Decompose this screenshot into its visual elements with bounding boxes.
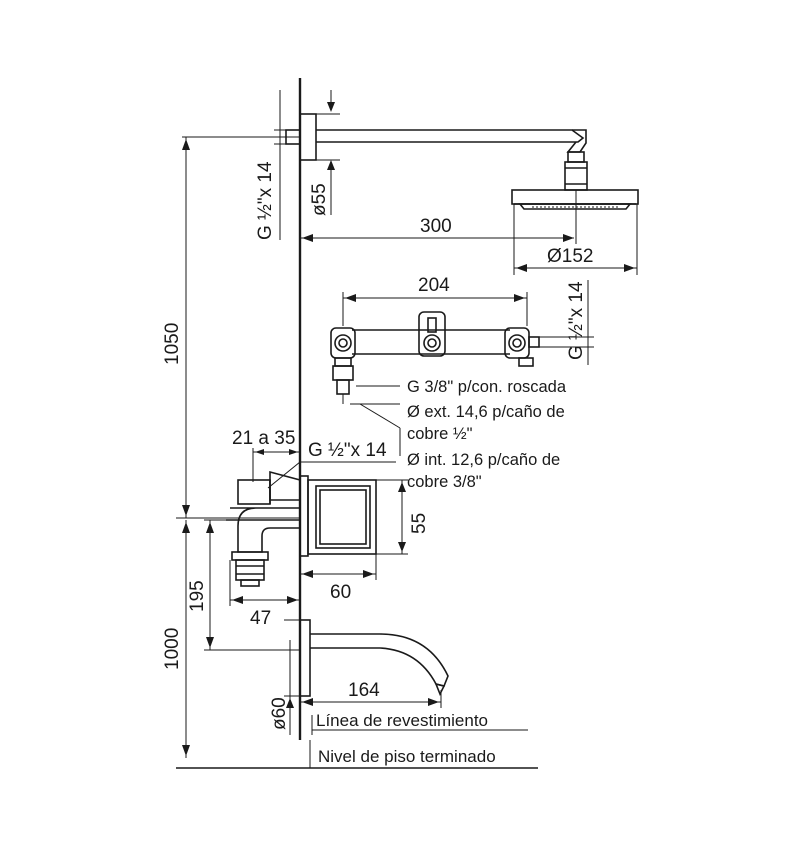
valve-spacing-dimension [342, 292, 528, 326]
note-thread-connection: G 3/8" p/con. roscada [407, 378, 567, 396]
note-inner-diameter-cont: cobre 3/8" [407, 473, 482, 491]
bath-spout [299, 619, 449, 697]
shower-thread-label: G ½"x 14 [255, 161, 276, 240]
spout-length-dimension [300, 690, 442, 708]
plate-depth-dimension [300, 554, 377, 580]
valve-side-thread-dimension [539, 280, 594, 365]
depth-range-dimension [252, 448, 396, 489]
connection-leaders [350, 385, 401, 456]
floor-label: Nivel de piso terminado [318, 747, 496, 766]
plate-depth-label: 60 [330, 582, 351, 603]
outlet-depth-label: 47 [250, 608, 271, 629]
note-inner-diameter: Ø int. 12,6 p/caño de [407, 451, 560, 469]
head-diameter-dimension [513, 204, 638, 275]
mixer-thread-label: G ½"x 14 [308, 440, 387, 461]
height-1050-dimension [182, 136, 300, 518]
shower-flange-dimension [274, 90, 340, 240]
shower-arm [285, 113, 639, 210]
mixer-body [226, 470, 377, 587]
spout-flange-dimension [284, 619, 300, 735]
plate-height-label: 55 [409, 513, 430, 534]
shower-flange-diameter-label: ø55 [309, 183, 330, 216]
head-diameter-label: Ø152 [547, 246, 593, 267]
spout-flange-label: ø60 [269, 697, 290, 730]
spout-length-label: 164 [348, 680, 380, 701]
valve-spacing-label: 204 [418, 275, 450, 296]
arm-length-dimension [300, 190, 577, 244]
valve-body [330, 311, 540, 404]
note-outer-diameter: Ø ext. 14,6 p/caño de [407, 403, 565, 421]
arm-length-label: 300 [420, 216, 452, 237]
height-1050-label: 1050 [162, 323, 183, 365]
height-1000-dimension [176, 517, 300, 758]
valve-side-thread-label: G ½"x 14 [566, 281, 587, 360]
wall-finish-label: Línea de revestimiento [316, 711, 488, 730]
height-1000-label: 1000 [162, 628, 183, 670]
outlet-depth-dimension [229, 560, 300, 606]
outlet-height-dimension [204, 519, 300, 651]
outlet-height-label: 195 [187, 580, 208, 612]
depth-range-label: 21 a 35 [232, 428, 295, 449]
note-outer-diameter-cont: cobre ½" [407, 425, 473, 443]
plate-height-dimension [376, 479, 408, 555]
